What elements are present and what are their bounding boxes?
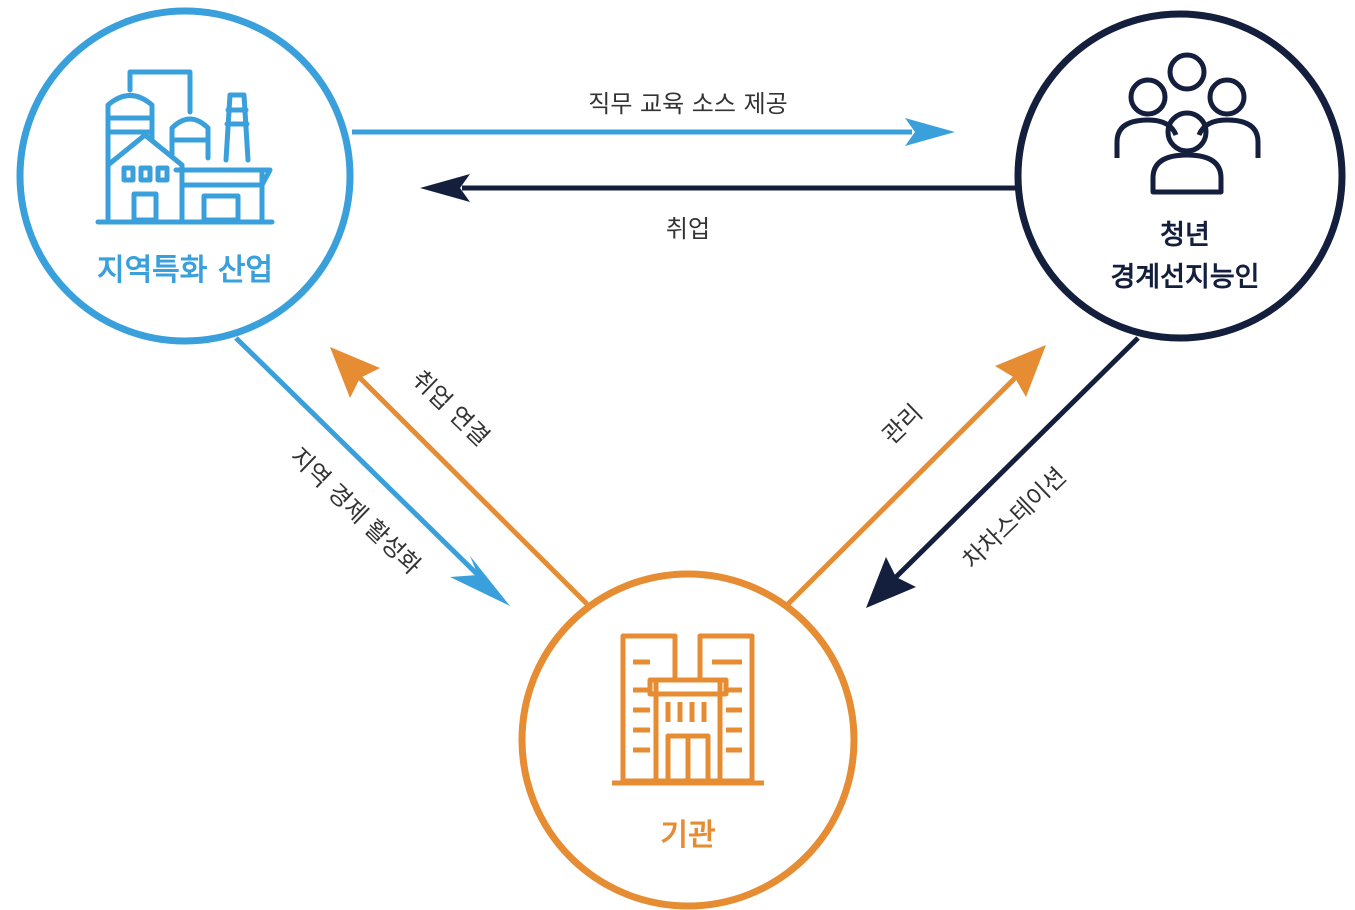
node-institution: 기관 [518,570,858,910]
node-youth-label-line1: 청년 [1160,220,1210,251]
label-youth-to-industry: 취업 [666,215,710,243]
arrow-youth-to-industry [420,174,1022,202]
arrow-industry-to-youth [352,118,955,146]
node-youth-label-line2: 경계선지능인 [1110,262,1259,293]
label-youth-to-institution: 차차스테이션 [957,462,1072,574]
label-industry-to-youth: 직무 교육 소스 제공 [588,90,788,118]
node-industry: 지역특화 산업 [16,7,354,345]
arrow-institution-to-youth [786,345,1046,606]
label-institution-to-youth: 관리 [877,399,928,450]
office-building-icon [612,633,764,786]
arrow-institution-to-industry [330,347,589,606]
label-industry-to-institution: 지역 경제 활성화 [285,442,427,580]
node-youth: 청년 경계선지능인 [1014,10,1346,342]
node-institution-label: 기관 [660,818,715,853]
arrow-youth-to-institution [866,336,1140,608]
people-group-icon [1114,52,1261,195]
node-industry-label: 지역특화 산업 [97,253,273,288]
factory-icon [95,69,275,225]
arrow-industry-to-institution [234,336,510,606]
